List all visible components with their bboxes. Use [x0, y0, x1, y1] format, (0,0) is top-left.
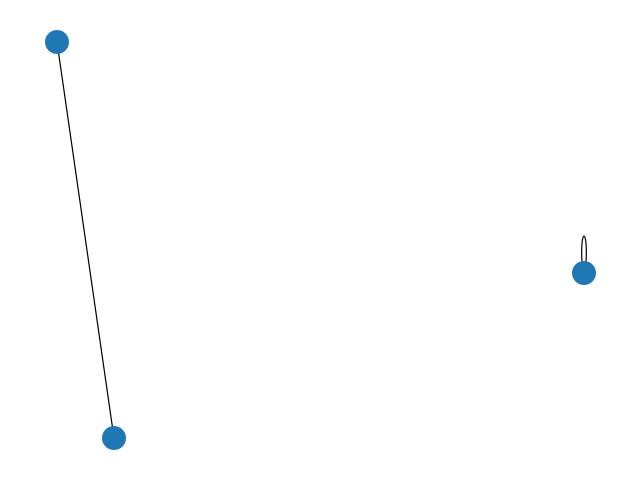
graph-node-b [102, 426, 126, 450]
edge-layer [56, 41, 587, 439]
graph-node-a [45, 30, 69, 54]
graph-node-c [572, 261, 596, 285]
node-layer [45, 30, 596, 450]
graph-edge-node-a-node-b [56, 41, 115, 439]
graph-edge-node-c-node-c [581, 235, 587, 264]
